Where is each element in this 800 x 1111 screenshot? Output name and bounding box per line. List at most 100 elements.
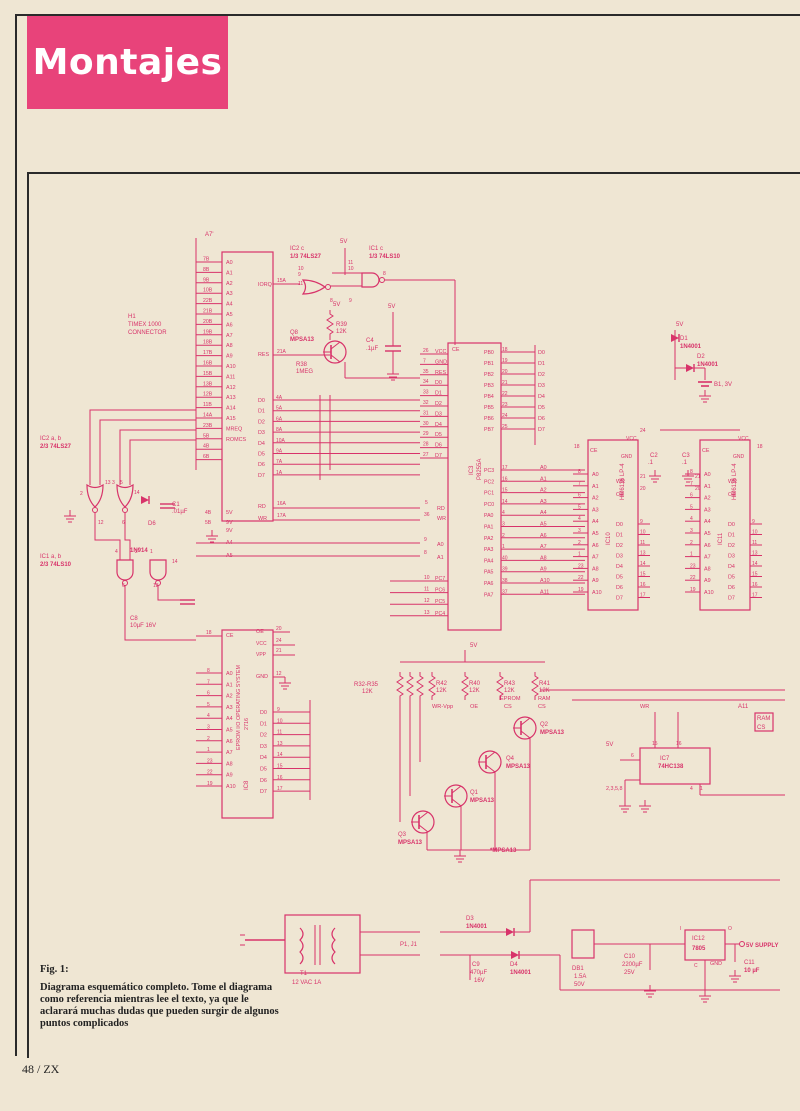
ic3-pc: PC2 [484,479,494,485]
section-title: Montajes [27,16,228,109]
ic3-pc-num: 2 [502,533,505,539]
pin-num: 9 [298,272,301,278]
ic8-d: D6 [260,778,267,784]
pin-num: 20 [276,626,282,632]
t1-part: 12 VAC 1A [292,980,321,986]
ic3-pin-name: D4 [435,422,442,428]
r38-val: 1MEG [296,369,313,375]
h1-pin-num: 18B [203,340,213,346]
ic3-lower-num: 11 [424,587,429,593]
c4-val: .1µF [366,346,378,352]
h1-pin-name: A3 [226,291,233,297]
ic8-ce: CE [226,633,234,639]
ic11-ram-d: D0 [728,522,735,528]
ic3-pin-name: D3 [435,411,442,417]
pin-num: 16 [676,741,682,747]
ic11-ram-part: HM6116 LP-4 [732,463,738,500]
ic10-ram-d: D7 [616,596,623,602]
ic11-ram-d: D6 [728,585,735,591]
v5-label: 5V [340,239,347,245]
ic8-a-num: 3 [207,725,210,731]
pin-num: 2 [135,549,138,555]
ic1c-part: 1/3 74LS10 [369,254,401,260]
a11-label: A11 [738,704,749,710]
pin-num: 11 [298,281,303,287]
ic7-cs: CS [757,725,765,731]
ic1c-gate [361,272,380,288]
ic8-a-num: 4 [207,713,210,719]
wire [124,512,131,560]
ic11-ram-a: A4 [704,519,711,525]
ic1ab-part: 2/3 74LS10 [40,562,72,568]
ic1a-gate [116,559,134,581]
wire [330,341,341,350]
t1-transformer-frame [284,914,361,974]
figure-caption-text: Diagrama esquemático completo. Tome el d… [40,982,279,1029]
ic3-bus-name: A11 [540,589,549,595]
pin-num: 20 [695,486,701,492]
ic1c-gate-bubble [379,277,385,283]
c9-label: C9 [472,962,480,968]
ic8-d-num: 13 [277,741,283,747]
ic3-pc-num: 17 [502,465,508,471]
ic8-d-num: 17 [277,786,283,792]
ic3-pb-num: 18 [502,347,508,353]
wire [89,409,196,485]
ic3-pin-num: 30 [423,421,429,427]
h1-sub: CONNECTOR [128,330,167,336]
h1-pin-num: 4B [203,444,210,450]
pin-num: 21 [276,648,282,654]
wire [418,811,429,820]
q8-label: Q8 [290,330,299,336]
r-label: R43 [504,681,516,687]
ic3-bus-name: A4 [540,510,547,516]
ic11-ram-a: A2 [704,496,711,502]
pin-num: 8 [330,298,333,304]
ic2c-gate-bubble [325,284,331,290]
ic8-d: D7 [260,789,267,795]
pin-num: 9 [349,298,352,304]
ic11-ram-vcc: VCC [738,436,749,442]
ic11-ram-d: D7 [728,596,735,602]
d2-part: 1N4001 [697,362,719,368]
r32-label: R32-R35 [354,682,379,688]
r39-val: 12K [336,329,347,335]
h1-data-pin: 8A [276,427,283,433]
r-label: R42 [436,681,448,687]
ic3-pc-num: 38 [502,578,508,584]
h1-data-pin: 6A [276,416,283,422]
ic8-d-num: 14 [277,752,283,758]
ic8-a: A9 [226,773,233,779]
wire [451,785,462,794]
wire [94,512,121,560]
ic8-a: A0 [226,671,233,677]
ic3-part: P8255A [477,459,483,480]
pin-num: 20 [640,486,646,492]
ic11-ram-d: D1 [728,533,735,539]
ic11-ram-a: A10 [704,590,714,596]
h1-pin-num: 7B [203,257,210,263]
pin-num: I [680,926,681,932]
ic7-ram: RAM [757,716,770,722]
ic8-d-num: 16 [277,775,283,781]
ic10-ram-a: A7 [592,555,599,561]
ic11-ram-label: IC11 [718,532,724,545]
pin-num: 9 [424,537,427,543]
resistor [428,672,436,700]
ic3-ce: CE [452,347,460,353]
ic3-bus-name: A1 [540,476,547,482]
ic8-a: A2 [226,694,233,700]
wire [124,585,196,641]
h1-pin-num: 17B [203,350,213,356]
ic12-label: IC12 [692,936,705,942]
c1-label: C1 [172,502,180,508]
pin-num: 6 [122,583,125,589]
c10-val: 2200µF [622,962,643,968]
d4-part: 1N4001 [510,970,532,976]
ic8-gnd: GND [256,674,268,680]
pin-num: 18 [757,444,763,450]
pin-num: 3 [112,480,115,486]
ic10-ram-a-num: 23 [578,563,584,569]
ic3-pin-num: 35 [423,369,429,375]
h1-pin-num: 8B [203,267,210,273]
